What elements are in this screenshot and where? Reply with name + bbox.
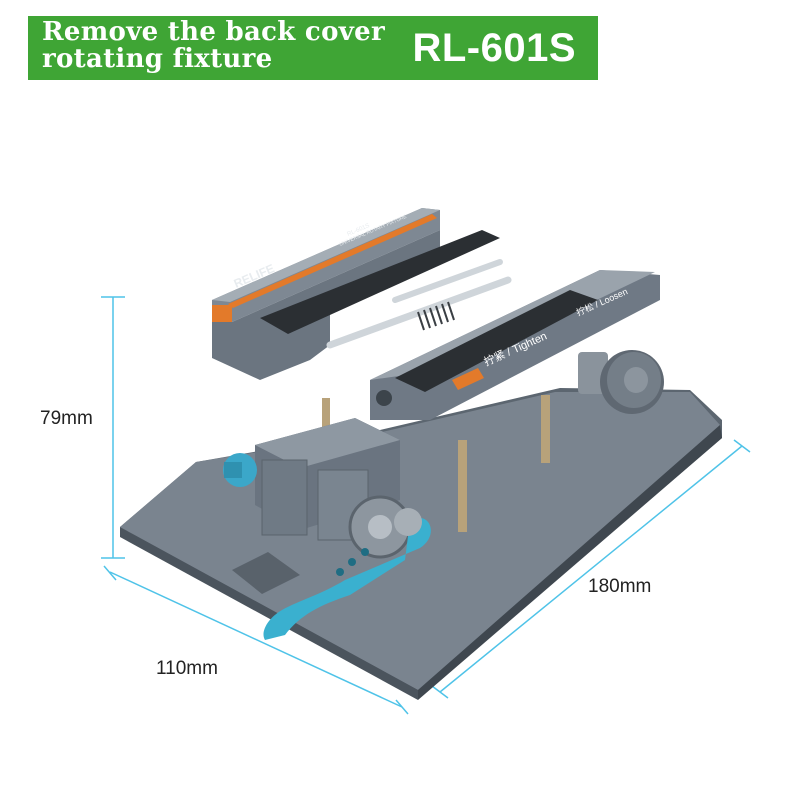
jaw-screw-hole (376, 390, 392, 406)
length-dimension-line (439, 445, 743, 693)
width-dimension-line (109, 571, 403, 708)
guide-rod-rear (392, 259, 503, 303)
width-dimension-label: 110mm (156, 658, 218, 679)
height-dimension-label: 79mm (40, 408, 93, 429)
front-rubber-pad (395, 290, 598, 392)
length-dimension-tick-left (431, 685, 449, 699)
banner-title-line1: Remove the back cover (42, 17, 385, 47)
length-dimension-label: 180mm (588, 576, 652, 597)
banner-title-line2: rotating fixture (42, 44, 273, 74)
upper-platform (212, 230, 512, 380)
title-banner: Remove the back cover rotating fixture R… (28, 16, 598, 80)
lever-handle (263, 517, 431, 640)
upper-rear-jaw: RELIFE RL-601S UNIVERSAL ROTARY FIXTURE (212, 208, 440, 330)
dimension-lines (101, 296, 751, 715)
base-slot (232, 552, 300, 594)
banner-title: Remove the back cover rotating fixture (42, 19, 385, 73)
front-orange-rail (452, 368, 484, 390)
banner-model-number: RL-601S (412, 26, 576, 70)
spring (417, 301, 455, 331)
width-dimension-tick-right (395, 699, 409, 715)
rear-rubber-pad (260, 230, 500, 334)
support-posts (322, 395, 550, 532)
length-dimension-tick-right (733, 439, 751, 453)
width-dimension-tick-left (103, 565, 117, 581)
upper-front-jaw: 拧紧 / Tighten 拧松 / Loosen (370, 270, 660, 420)
rear-orange-rail (228, 214, 437, 308)
upper-adjust-knob (578, 350, 664, 414)
cam-lever (263, 495, 431, 640)
